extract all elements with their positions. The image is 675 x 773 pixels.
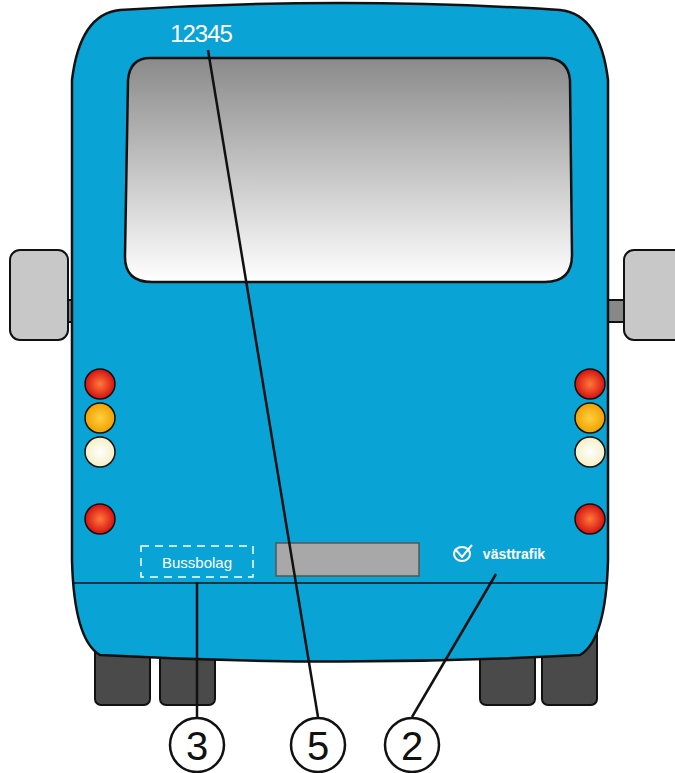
bus-body [72,3,608,662]
callout-number: 5 [307,726,329,766]
callout-circles [170,718,439,772]
callout-number: 3 [186,726,208,766]
operator-field-outline [141,546,253,577]
callout-number: 2 [401,726,423,766]
bumper-line [73,582,607,584]
fleet-number: 12345 [170,22,232,46]
logo-mark [454,545,472,561]
brand-logo-text: västtrafik [483,547,545,561]
license-plate [276,543,419,576]
leader-lines [197,50,496,717]
tail-lights [85,369,605,534]
rear-window [125,58,572,282]
operator-name: Bussbolag [162,555,232,570]
